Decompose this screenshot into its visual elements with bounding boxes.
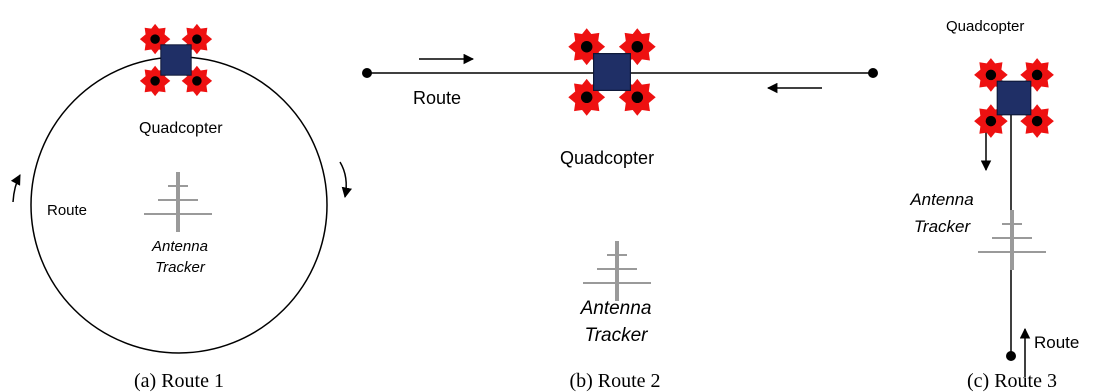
route-label: Route <box>47 202 87 219</box>
antenna-tracker-label-line2: Tracker <box>155 259 206 276</box>
antenna-tracker-icon <box>976 208 1048 272</box>
quadcopter-label: Quadcopter <box>139 120 223 137</box>
route-endpoint-bottom <box>1006 351 1016 361</box>
route-direction-arrow-left <box>10 174 21 203</box>
quadcopter-label: Quadcopter <box>946 18 1024 35</box>
antenna-tracker-label-line2: Tracker <box>585 325 649 346</box>
quadcopter-icon <box>568 28 655 115</box>
quadcopter-icon <box>974 58 1054 138</box>
route-direction-arrow-right <box>339 161 352 199</box>
panel-route-1: Quadcopter Route Antenna Tracker (a) Rou… <box>10 24 352 392</box>
quadcopter-label: Quadcopter <box>560 148 654 168</box>
route-label: Route <box>1034 333 1079 352</box>
caption-route-2: (b) Route 2 <box>569 370 660 392</box>
route-endpoint-right <box>868 68 878 78</box>
antenna-tracker-label-line1: Antenna <box>580 298 652 319</box>
antenna-tracker-label-line2: Tracker <box>914 217 972 236</box>
route-endpoint-left <box>362 68 372 78</box>
antenna-tracker-icon <box>142 170 214 234</box>
antenna-tracker-label-line1: Antenna <box>909 190 973 209</box>
antenna-tracker-icon <box>581 239 653 303</box>
antenna-tracker-label-line1: Antenna <box>151 238 208 255</box>
panel-route-2: Route Quadcopter Antenna Tracker (b) Rou… <box>362 28 878 392</box>
caption-route-3: (c) Route 3 <box>967 370 1057 392</box>
caption-route-1: (a) Route 1 <box>134 370 224 392</box>
panel-route-3: Quadcopter Antenna Tracker Route (c) Rou… <box>909 18 1079 392</box>
route-label: Route <box>413 88 461 108</box>
